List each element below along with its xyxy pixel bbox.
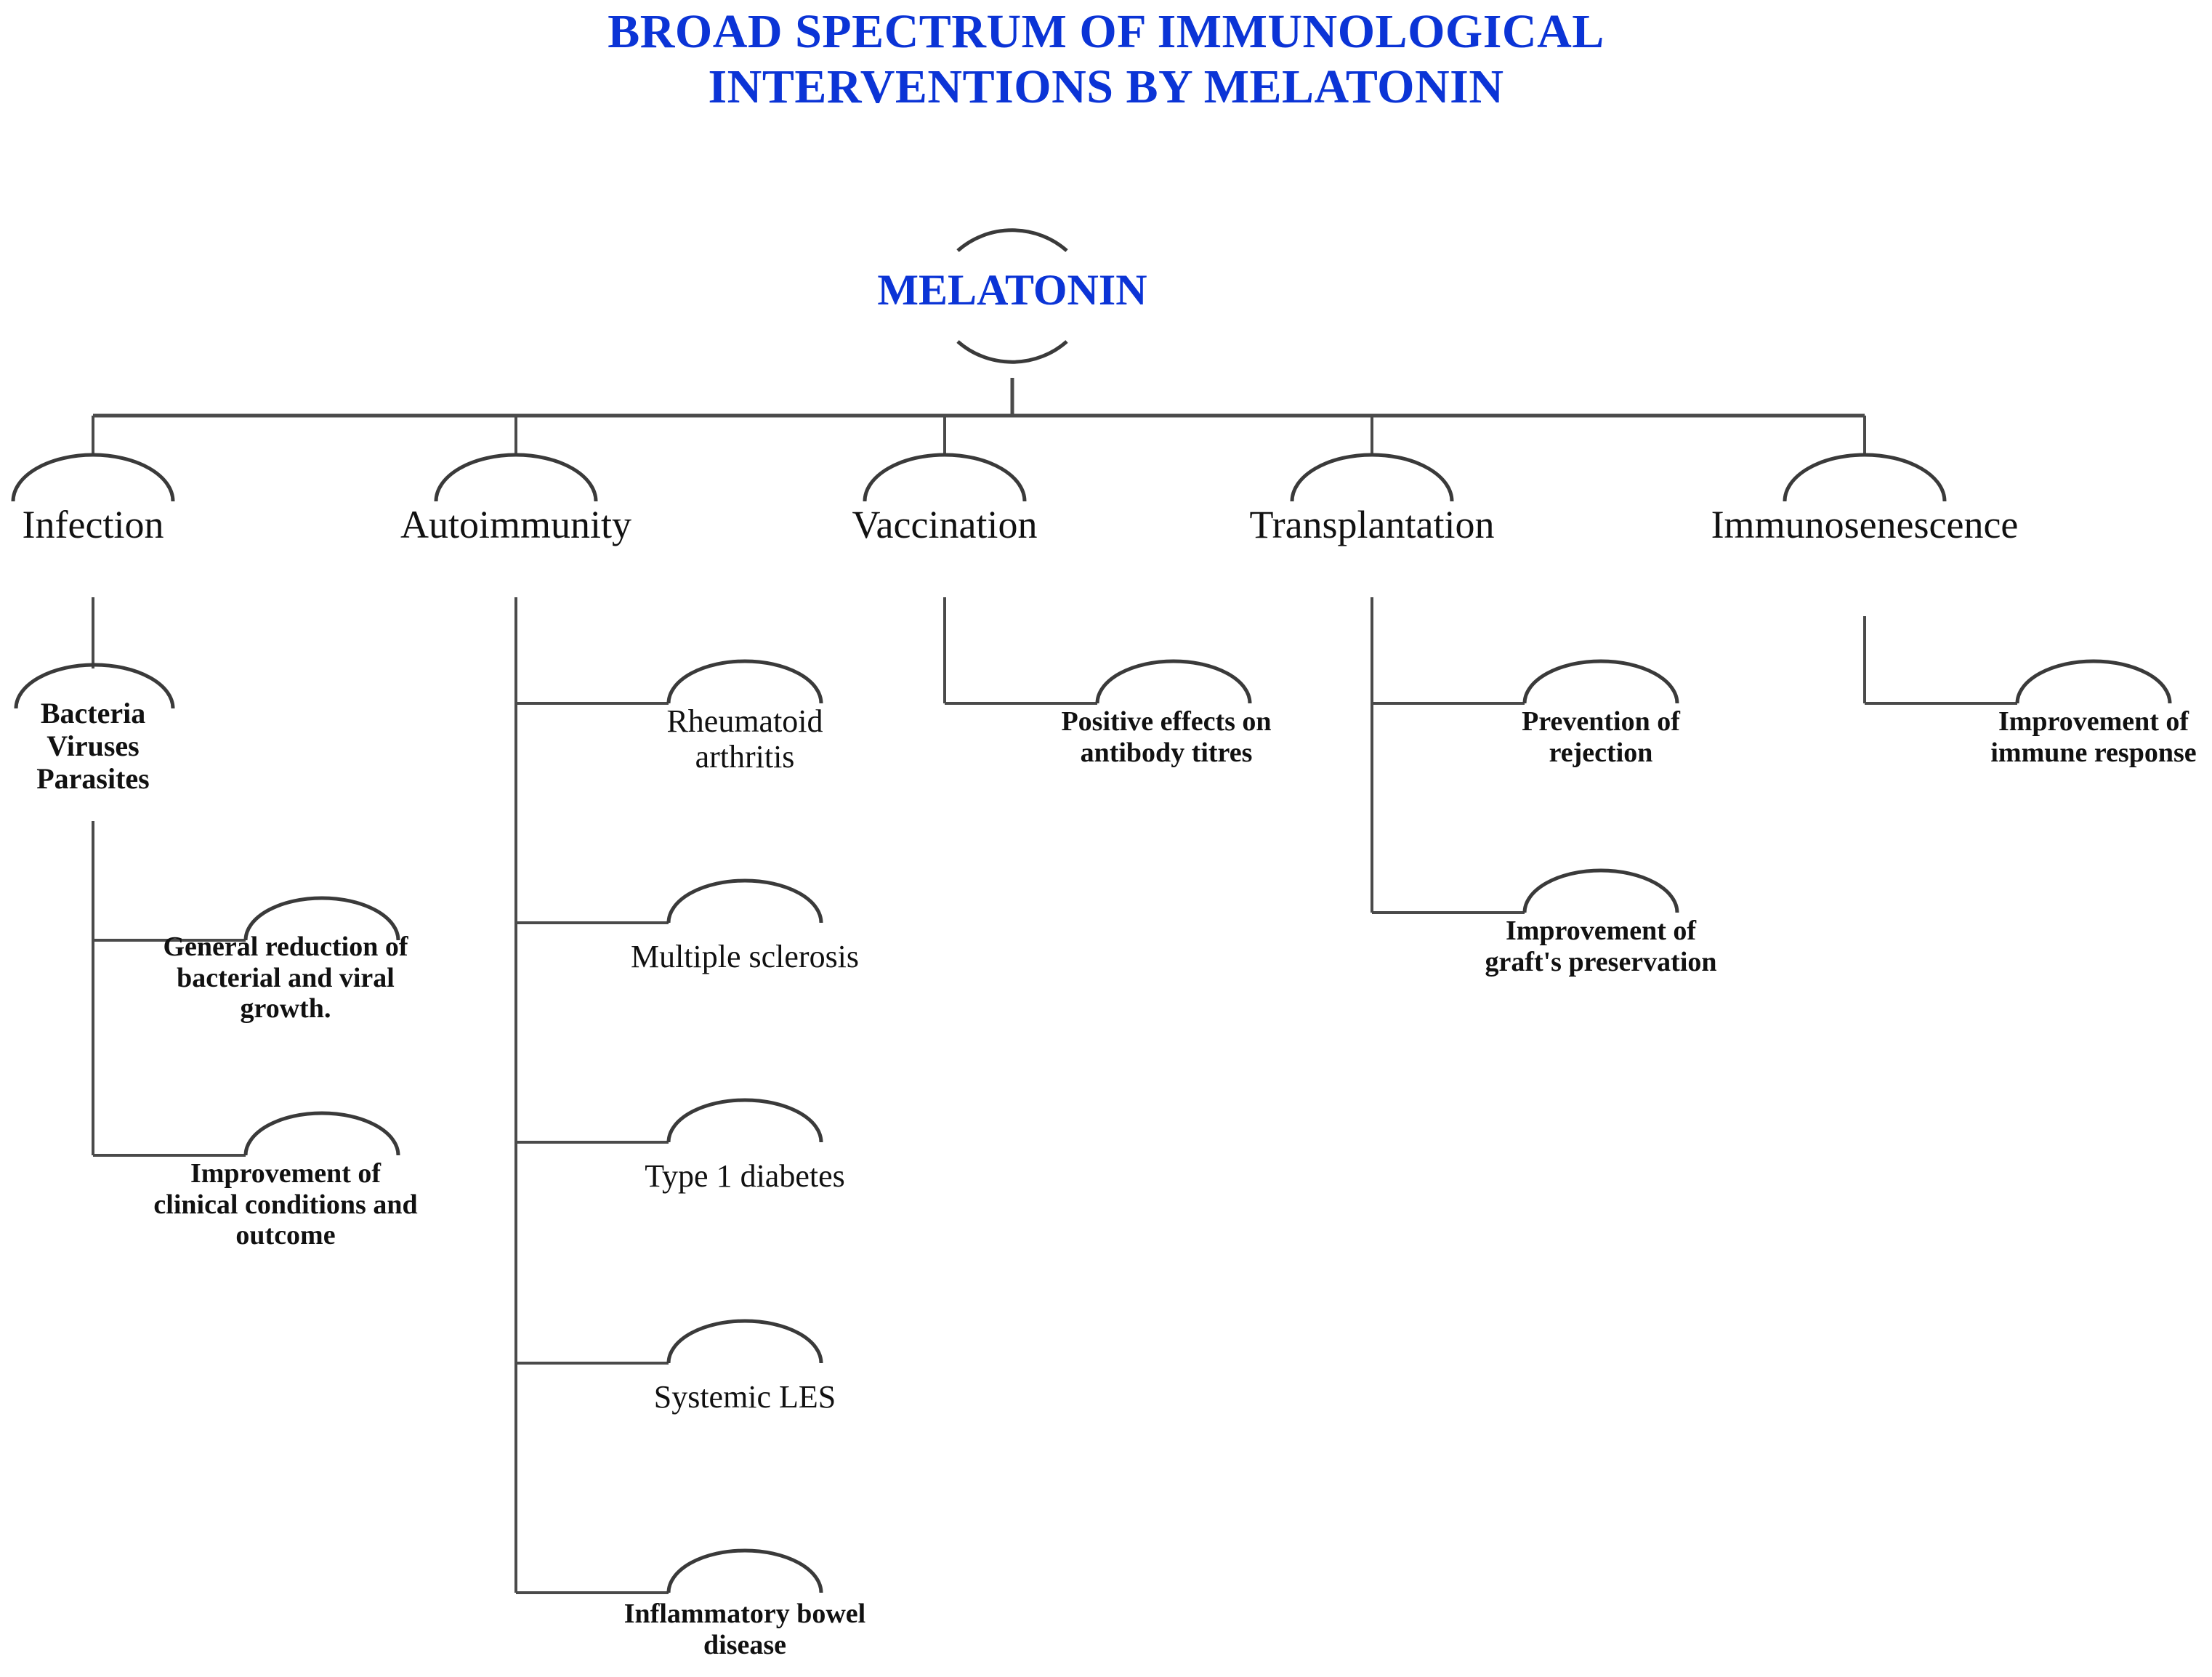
arc-positive-effects — [1095, 659, 1252, 704]
title-line-1: BROAD SPECTRUM OF IMMUNOLOGICAL — [608, 5, 1604, 58]
arc-prevention-of-rejection — [1522, 659, 1679, 704]
node-immunosenescence[interactable]: Immunosenescence — [1711, 503, 2019, 546]
node-improvement-clinical[interactable]: Improvement of clinical conditions and o… — [153, 1158, 418, 1251]
arc-bacteria — [14, 663, 175, 709]
node-rheumatoid-arthritis[interactable]: Rheumatoid arthritis — [666, 703, 823, 775]
node-improvement-immune-response[interactable]: Improvement of immune response — [1990, 706, 2197, 768]
node-type-1-diabetes[interactable]: Type 1 diabetes — [645, 1158, 845, 1194]
arc-autoimmunity — [434, 453, 598, 502]
melatonin-bottom-arc — [956, 340, 1068, 364]
node-bacteria-viruses-parasites[interactable]: Bacteria Viruses Parasites — [36, 697, 150, 795]
arc-systemic-les — [666, 1319, 823, 1364]
arc-rheumatoid-arthritis — [666, 659, 823, 704]
title-line-2: INTERVENTIONS BY MELATONIN — [708, 60, 1504, 113]
node-transplantation[interactable]: Transplantation — [1249, 503, 1495, 546]
arc-improvement-clinical — [243, 1111, 400, 1156]
node-positive-effects-antibody-titres[interactable]: Positive effects on antibody titres — [1061, 706, 1272, 768]
arc-vaccination — [863, 453, 1027, 502]
arc-general-reduction — [243, 896, 400, 941]
arc-immunosenescence — [1783, 453, 1947, 502]
arc-infection — [11, 453, 175, 502]
arc-inflammatory-bowel-disease — [666, 1548, 823, 1593]
node-inflammatory-bowel-disease[interactable]: Inflammatory bowel disease — [623, 1599, 866, 1660]
root-node-label[interactable]: MELATONIN — [877, 266, 1147, 314]
arc-improvement-graft — [1522, 868, 1679, 913]
arc-type-1-diabetes — [666, 1098, 823, 1143]
page-title: BROAD SPECTRUM OF IMMUNOLOGICAL INTERVEN… — [0, 4, 2212, 115]
node-general-reduction[interactable]: General reduction of bacterial and viral… — [163, 932, 408, 1025]
node-systemic-les[interactable]: Systemic LES — [653, 1379, 836, 1415]
node-autoimmunity[interactable]: Autoimmunity — [400, 503, 631, 546]
node-multiple-sclerosis[interactable]: Multiple sclerosis — [630, 939, 860, 974]
arc-transplantation — [1290, 453, 1454, 502]
arc-improvement-immune-response — [2015, 659, 2172, 704]
melatonin-top-arc — [956, 228, 1068, 252]
node-prevention-of-rejection[interactable]: Prevention of rejection — [1522, 706, 1680, 768]
node-improvement-graft-preservation[interactable]: Improvement of graft's preservation — [1485, 916, 1717, 977]
node-infection[interactable]: Infection — [22, 503, 164, 546]
arc-multiple-sclerosis — [666, 878, 823, 924]
node-vaccination[interactable]: Vaccination — [852, 503, 1038, 546]
